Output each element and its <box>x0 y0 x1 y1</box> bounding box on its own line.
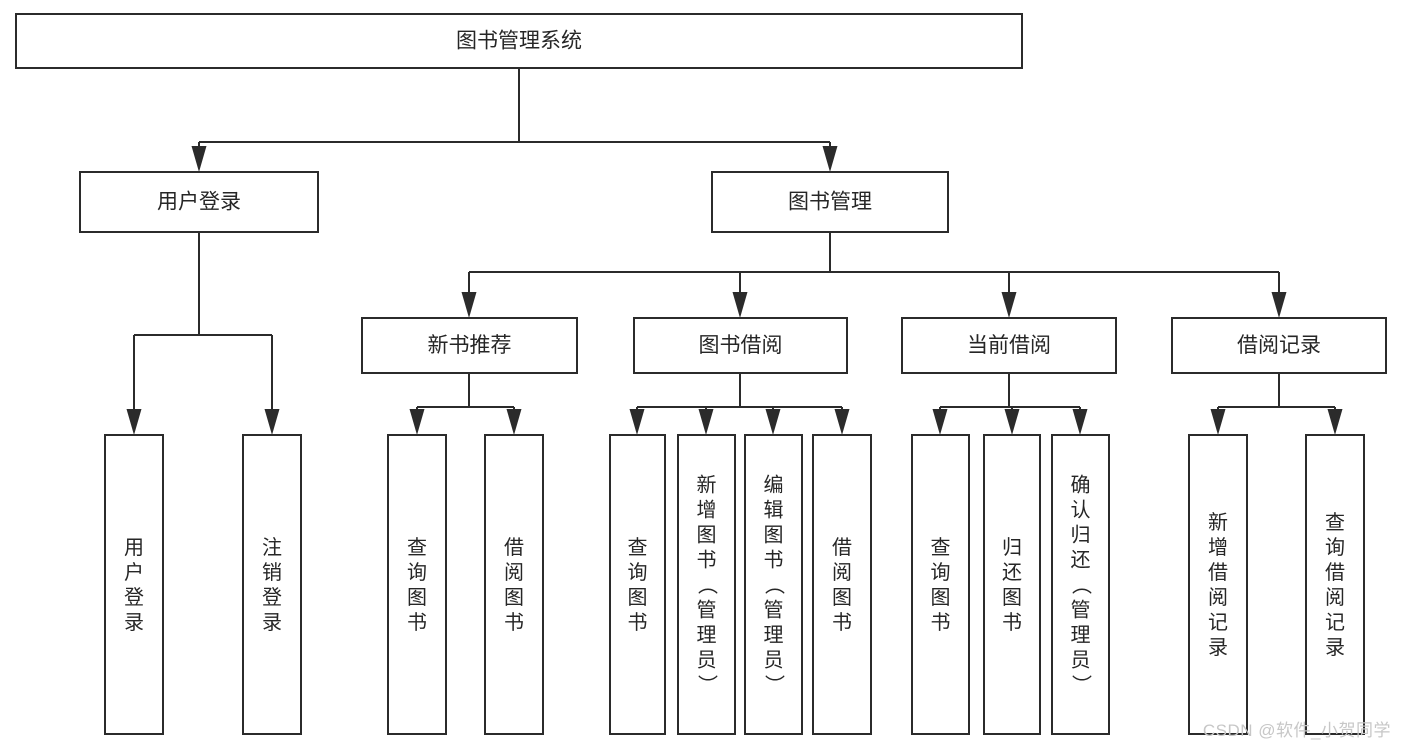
node-l-re-query[interactable]: 查询借阅记录 <box>1304 433 1366 736</box>
arrow-head-icon <box>1210 409 1226 435</box>
node-l-user-login[interactable]: 用户登录 <box>103 433 165 736</box>
node-label: 查询借阅记录 <box>1325 511 1345 659</box>
node-n-login[interactable]: 用户登录 <box>78 170 320 234</box>
node-box[interactable] <box>632 316 849 375</box>
node-label: 用户登录 <box>124 537 144 634</box>
node-label: 确认归还（管理员） <box>1071 474 1092 697</box>
node-box[interactable] <box>483 433 545 736</box>
node-label: 查询图书 <box>407 536 427 634</box>
node-l-cu-confirm[interactable]: 确认归还（管理员） <box>1050 433 1111 736</box>
node-box[interactable] <box>14 12 1024 70</box>
arrow-head-icon <box>732 292 748 318</box>
node-label: 借阅记录 <box>1237 334 1321 357</box>
node-label: 查询图书 <box>628 536 648 634</box>
node-label: 新增图书（管理员） <box>697 474 718 697</box>
node-box[interactable] <box>676 433 737 736</box>
arrow-head-icon <box>1072 409 1088 435</box>
node-box[interactable] <box>982 433 1042 736</box>
node-l-bo-edit[interactable]: 编辑图书（管理员） <box>743 433 804 736</box>
node-l-bo-query[interactable]: 查询图书 <box>608 433 667 736</box>
connector-layer <box>126 68 1343 435</box>
node-l-bo-lend[interactable]: 借阅图书 <box>811 433 873 736</box>
node-layer: 图书管理系统用户登录图书管理新书推荐图书借阅当前借阅借阅记录用户登录注销登录查询… <box>14 12 1388 736</box>
arrow-head-icon <box>191 146 207 172</box>
node-box[interactable] <box>1304 433 1366 736</box>
node-label: 图书借阅 <box>699 334 783 357</box>
node-label: 归还图书 <box>1002 536 1022 634</box>
node-label: 图书管理 <box>788 191 872 214</box>
node-l-cu-query[interactable]: 查询图书 <box>910 433 971 736</box>
node-label: 注销登录 <box>262 536 282 634</box>
node-label: 新书推荐 <box>428 334 512 357</box>
node-box[interactable] <box>811 433 873 736</box>
node-label: 查询图书 <box>931 536 951 634</box>
node-box[interactable] <box>360 316 579 375</box>
arrow-head-icon <box>1001 292 1017 318</box>
connector-group <box>126 232 280 435</box>
connector-group <box>409 373 522 435</box>
node-box[interactable] <box>386 433 448 736</box>
node-box[interactable] <box>241 433 303 736</box>
arrow-head-icon <box>1271 292 1287 318</box>
node-l-bo-add[interactable]: 新增图书（管理员） <box>676 433 737 736</box>
arrow-head-icon <box>126 409 142 435</box>
arrow-head-icon <box>822 146 838 172</box>
arrow-head-icon <box>1004 409 1020 435</box>
node-label: 新增借阅记录 <box>1208 511 1228 659</box>
node-n-record[interactable]: 借阅记录 <box>1170 316 1388 375</box>
node-box[interactable] <box>743 433 804 736</box>
node-n-borrow[interactable]: 图书借阅 <box>632 316 849 375</box>
node-box[interactable] <box>1170 316 1388 375</box>
node-label: 当前借阅 <box>967 334 1051 357</box>
connector-group <box>629 373 850 435</box>
node-box[interactable] <box>1187 433 1249 736</box>
connector-group <box>461 232 1287 318</box>
arrow-head-icon <box>506 409 522 435</box>
arrow-head-icon <box>1327 409 1343 435</box>
node-l-cu-return[interactable]: 归还图书 <box>982 433 1042 736</box>
node-box[interactable] <box>900 316 1118 375</box>
node-label: 图书管理系统 <box>456 30 582 53</box>
node-n-newbook[interactable]: 新书推荐 <box>360 316 579 375</box>
node-l-nb-borrow[interactable]: 借阅图书 <box>483 433 545 736</box>
node-l-re-add[interactable]: 新增借阅记录 <box>1187 433 1249 736</box>
node-box[interactable] <box>710 170 950 234</box>
node-label: 借阅图书 <box>504 536 524 634</box>
node-box[interactable] <box>103 433 165 736</box>
connector-group <box>932 373 1088 435</box>
arrow-head-icon <box>409 409 425 435</box>
node-label: 编辑图书（管理员） <box>764 474 785 697</box>
node-l-nb-query[interactable]: 查询图书 <box>386 433 448 736</box>
node-label: 用户登录 <box>157 191 241 214</box>
arrow-head-icon <box>765 409 781 435</box>
arrow-head-icon <box>698 409 714 435</box>
node-n-bookmgmt[interactable]: 图书管理 <box>710 170 950 234</box>
node-box[interactable] <box>910 433 971 736</box>
arrow-head-icon <box>629 409 645 435</box>
connector-group <box>191 68 838 172</box>
node-box[interactable] <box>1050 433 1111 736</box>
arrow-head-icon <box>932 409 948 435</box>
node-root[interactable]: 图书管理系统 <box>14 12 1024 70</box>
arrow-head-icon <box>834 409 850 435</box>
node-box[interactable] <box>608 433 667 736</box>
arrow-head-icon <box>264 409 280 435</box>
node-box[interactable] <box>78 170 320 234</box>
arrow-head-icon <box>461 292 477 318</box>
node-l-user-logout[interactable]: 注销登录 <box>241 433 303 736</box>
connector-group <box>1210 373 1343 435</box>
node-n-current[interactable]: 当前借阅 <box>900 316 1118 375</box>
node-label: 借阅图书 <box>832 536 852 634</box>
